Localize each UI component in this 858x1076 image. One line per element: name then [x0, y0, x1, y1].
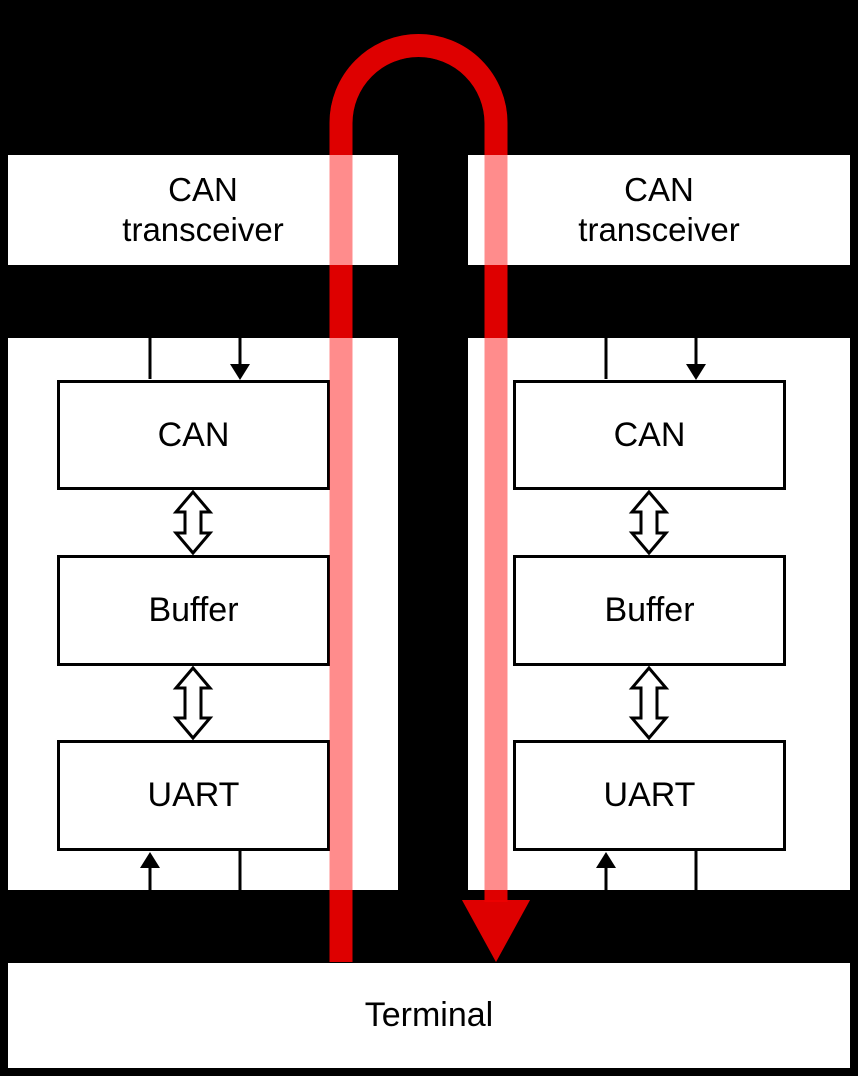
terminal-label: Terminal	[364, 996, 494, 1034]
down-arrowhead-icon	[230, 364, 250, 380]
buffer-right-box: Buffer	[513, 555, 786, 666]
right-bottom-connectors	[596, 851, 698, 890]
down-arrowhead-icon	[686, 364, 706, 380]
uart-right-box: UART	[513, 740, 786, 851]
double-arrow-icon	[628, 665, 670, 741]
label-line-1: CAN	[168, 171, 238, 209]
label-line-2: transceiver	[122, 211, 284, 248]
buffer-left-box: Buffer	[57, 555, 330, 666]
loopback-flow-arrow-shaft-overlay	[329, 34, 508, 962]
terminal-box: Terminal	[8, 963, 850, 1068]
double-arrow-icon	[172, 489, 214, 556]
label-line-1: CAN	[624, 171, 694, 209]
can-transceiver-right-label: CAN transceiver	[578, 170, 739, 249]
loopback-flow-arrow-shaft	[329, 34, 508, 962]
label-line-2: transceiver	[578, 211, 740, 248]
loopback-flow-arrowhead	[462, 900, 530, 962]
uart-left-box: UART	[57, 740, 330, 851]
up-arrowhead-icon	[596, 852, 616, 868]
can-transceiver-right-box: CAN transceiver	[468, 155, 850, 265]
loopback-flow-arrowhead-overlay	[462, 900, 530, 962]
can-module-right-box: CAN	[513, 380, 786, 490]
can-transceiver-left-box: CAN transceiver	[8, 155, 398, 265]
can-transceiver-left-label: CAN transceiver	[122, 170, 283, 249]
can-module-left-box: CAN	[57, 380, 330, 490]
right-top-connectors	[604, 338, 706, 380]
double-arrow-icon	[172, 665, 214, 741]
double-arrow-icon	[628, 489, 670, 556]
left-bottom-connectors	[140, 851, 242, 890]
left-top-connectors	[148, 338, 250, 380]
up-arrowhead-icon	[140, 852, 160, 868]
